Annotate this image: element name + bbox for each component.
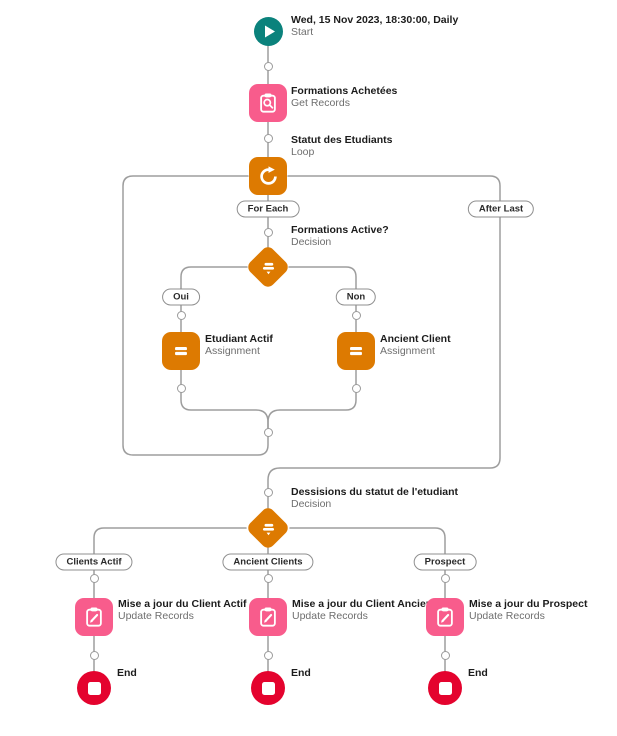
branch-pill-non[interactable]: Non bbox=[335, 288, 377, 306]
decision-icon bbox=[252, 512, 284, 544]
node-title: End bbox=[291, 667, 311, 679]
start-node[interactable] bbox=[254, 17, 283, 46]
node-update-client-actif[interactable] bbox=[75, 598, 113, 636]
branch-pill-for-each[interactable]: For Each bbox=[236, 200, 300, 218]
node-subtitle: Decision bbox=[291, 236, 332, 248]
node-title: Formations Active? bbox=[291, 224, 389, 236]
stop-icon bbox=[261, 681, 275, 695]
assignment-non-label: Ancient Client Assignment bbox=[380, 333, 451, 357]
end-node-3[interactable] bbox=[428, 671, 462, 705]
node-get-records[interactable] bbox=[249, 84, 287, 122]
node-assignment-non[interactable] bbox=[337, 332, 375, 370]
node-title: Wed, 15 Nov 2023, 18:30:00, Daily bbox=[291, 14, 459, 26]
add-element-dot[interactable] bbox=[89, 573, 99, 583]
node-subtitle: Decision bbox=[291, 498, 332, 510]
add-element-dot[interactable] bbox=[263, 573, 273, 583]
add-element-dot[interactable] bbox=[351, 310, 361, 320]
node-assignment-oui[interactable] bbox=[162, 332, 200, 370]
node-title: Formations Achetées bbox=[291, 85, 398, 97]
add-element-dot[interactable] bbox=[263, 427, 273, 437]
branch-pill-clients-actif[interactable]: Clients Actif bbox=[55, 553, 133, 571]
add-element-dot[interactable] bbox=[263, 133, 273, 143]
node-title: Mise a jour du Client Ancient bbox=[292, 598, 436, 610]
record-lookup-icon bbox=[260, 93, 276, 113]
record-update-icon bbox=[437, 607, 453, 627]
node-subtitle: Get Records bbox=[291, 97, 350, 109]
update-prospect-label: Mise a jour du Prospect Update Records bbox=[469, 598, 587, 622]
decision-icon bbox=[252, 251, 284, 283]
add-element-dot[interactable] bbox=[263, 61, 273, 71]
end-node-1[interactable] bbox=[77, 671, 111, 705]
node-subtitle: Update Records bbox=[118, 610, 194, 622]
add-element-dot[interactable] bbox=[263, 227, 273, 237]
assignment-oui-label: Etudiant Actif Assignment bbox=[205, 333, 273, 357]
connector-merge-right bbox=[267, 369, 357, 437]
add-element-dot[interactable] bbox=[89, 650, 99, 660]
connector-non bbox=[288, 266, 357, 333]
node-subtitle: Update Records bbox=[292, 610, 368, 622]
play-icon bbox=[265, 25, 275, 38]
decision-2-label: Dessisions du statut de l'etudiant Decis… bbox=[291, 486, 458, 510]
connector-loop-back bbox=[122, 175, 269, 456]
update-client-actif-label: Mise a jour du Client Actif Update Recor… bbox=[118, 598, 247, 622]
stop-icon bbox=[438, 681, 452, 695]
loop-label: Statut des Etudiants Loop bbox=[291, 134, 393, 158]
loop-icon bbox=[259, 165, 277, 185]
add-element-dot[interactable] bbox=[440, 573, 450, 583]
node-title: Etudiant Actif bbox=[205, 333, 273, 345]
connector-clients-actif bbox=[93, 527, 247, 601]
add-element-dot[interactable] bbox=[351, 383, 361, 393]
node-loop[interactable] bbox=[249, 157, 287, 195]
end-label-1: End bbox=[117, 667, 137, 679]
node-title: Mise a jour du Client Actif bbox=[118, 598, 247, 610]
record-update-icon bbox=[86, 607, 102, 627]
node-title: Ancient Client bbox=[380, 333, 451, 345]
branch-pill-oui[interactable]: Oui bbox=[162, 288, 200, 306]
node-decision-2[interactable] bbox=[245, 505, 291, 551]
connector-merge-left bbox=[180, 369, 269, 437]
update-client-ancient-label: Mise a jour du Client Ancient Update Rec… bbox=[292, 598, 436, 622]
node-title: End bbox=[468, 667, 488, 679]
get-records-label: Formations Achetées Get Records bbox=[291, 85, 397, 109]
node-title: Statut des Etudiants bbox=[291, 134, 393, 146]
node-title: Dessisions du statut de l'etudiant bbox=[291, 486, 459, 498]
end-label-2: End bbox=[291, 667, 311, 679]
node-subtitle: Start bbox=[291, 26, 314, 38]
branch-pill-ancient-clients[interactable]: Ancient Clients bbox=[222, 553, 314, 571]
node-decision-1[interactable] bbox=[245, 244, 291, 290]
node-subtitle: Assignment bbox=[205, 345, 260, 357]
connector-oui bbox=[180, 266, 248, 333]
add-element-dot[interactable] bbox=[176, 383, 186, 393]
branch-pill-prospect[interactable]: Prospect bbox=[413, 553, 477, 571]
end-node-2[interactable] bbox=[251, 671, 285, 705]
node-subtitle: Loop bbox=[291, 146, 315, 158]
branch-pill-after-last[interactable]: After Last bbox=[467, 200, 535, 218]
node-title: End bbox=[117, 667, 137, 679]
add-element-dot[interactable] bbox=[440, 650, 450, 660]
stop-icon bbox=[87, 681, 101, 695]
decision-1-label: Formations Active? Decision bbox=[291, 224, 389, 248]
record-update-icon bbox=[260, 607, 276, 627]
add-element-dot[interactable] bbox=[263, 487, 273, 497]
add-element-dot[interactable] bbox=[176, 310, 186, 320]
connector-prospect bbox=[289, 527, 446, 601]
node-subtitle: Assignment bbox=[380, 345, 435, 357]
connector-after-last bbox=[267, 175, 501, 509]
equals-icon bbox=[350, 346, 362, 356]
node-subtitle: Update Records bbox=[469, 610, 545, 622]
add-element-dot[interactable] bbox=[263, 650, 273, 660]
node-update-prospect[interactable] bbox=[426, 598, 464, 636]
node-update-client-ancient[interactable] bbox=[249, 598, 287, 636]
end-label-3: End bbox=[468, 667, 488, 679]
node-title: Mise a jour du Prospect bbox=[469, 598, 588, 610]
equals-icon bbox=[175, 346, 187, 356]
start-label: Wed, 15 Nov 2023, 18:30:00, Daily Start bbox=[291, 14, 458, 38]
